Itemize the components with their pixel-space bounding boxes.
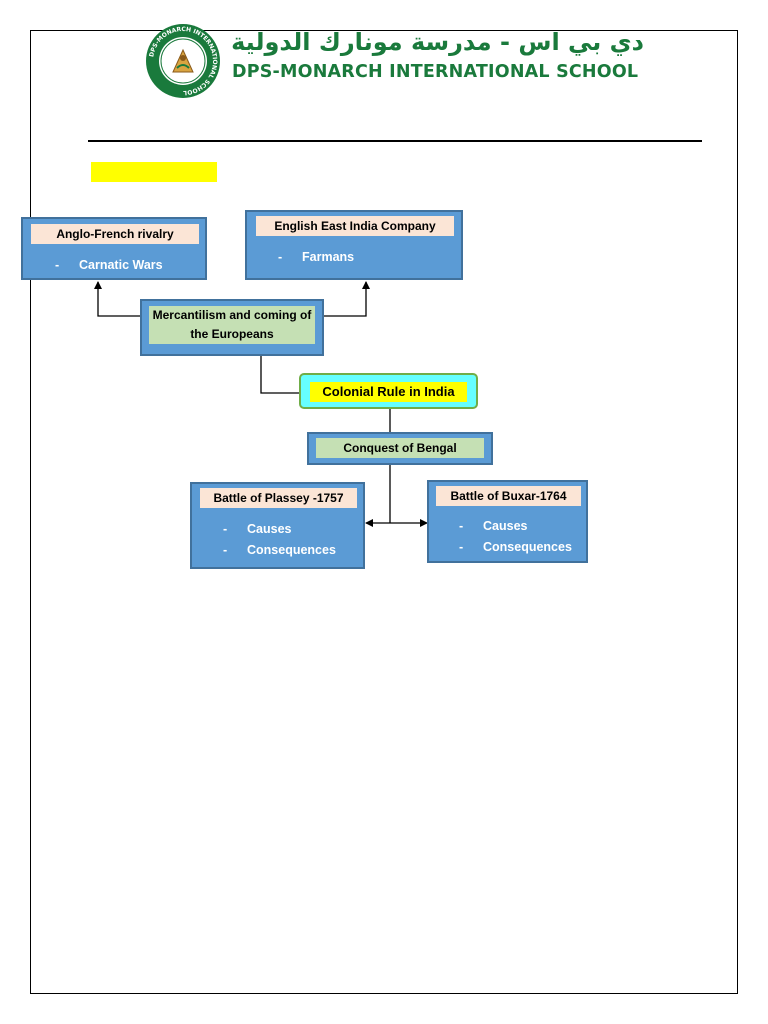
list-item: -Carnatic Wars [55,258,163,272]
school-name-arabic: دي بي اس - مدرسة مونارك الدولية [231,28,644,56]
node-anglo-french-list: -Carnatic Wars [55,255,163,276]
node-english-company: English East India Company -Farmans [245,210,463,280]
node-battle-plassey-title: Battle of Plassey -1757 [200,488,357,508]
node-battle-plassey: Battle of Plassey -1757 -Causes -Consequ… [190,482,365,569]
node-colonial-rule-label: Colonial Rule in India [310,382,467,402]
school-logo: DPS-MONARCH INTERNATIONAL SCHOOL [144,22,222,100]
node-mercantilism-title: Mercantilism and coming of the Europeans [149,306,315,344]
connector-to-english-company [324,281,370,317]
node-colonial-rule: Colonial Rule in India [299,373,478,409]
list-item: -Causes [459,519,528,533]
node-battle-plassey-list: -Causes -Consequences [223,519,336,561]
node-anglo-french-title: Anglo-French rivalry [31,224,199,244]
node-battle-buxar: Battle of Buxar-1764 -Causes -Consequenc… [427,480,588,563]
highlight-bar [91,162,217,182]
list-item: -Consequences [223,543,336,557]
node-conquest-bengal: Conquest of Bengal [307,432,493,465]
school-name-english: DPS-MONARCH INTERNATIONAL SCHOOL [232,62,639,82]
node-conquest-bengal-title: Conquest of Bengal [316,438,484,458]
header-rule [88,140,702,142]
node-battle-buxar-title: Battle of Buxar-1764 [436,486,581,506]
node-english-company-list: -Farmans [278,247,354,268]
list-item: -Farmans [278,250,355,264]
node-mercantilism: Mercantilism and coming of the Europeans [140,299,324,356]
page-frame [30,30,738,994]
node-battle-buxar-list: -Causes -Consequences [459,516,572,558]
list-item: -Consequences [459,540,572,554]
node-anglo-french: Anglo-French rivalry -Carnatic Wars [21,217,207,280]
connector-mercantilism-center [260,356,299,394]
connector-to-anglo-french [94,281,140,317]
node-english-company-title: English East India Company [256,216,454,236]
list-item: -Causes [223,522,292,536]
